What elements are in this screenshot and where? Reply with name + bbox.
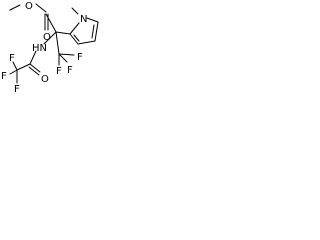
bond-methoxy-methyl [9, 4, 21, 11]
atom-fluorine-right-2: F [67, 65, 73, 76]
bond-lines [9, 3, 99, 84]
bond-center-to-nh [43, 31, 57, 45]
bond-ester-to-center [45, 13, 57, 33]
atom-fluorine-left-1: F [9, 53, 15, 64]
bond-ring-c3-c2 [69, 33, 79, 45]
bond-ring-c5-c4 [94, 21, 99, 42]
atom-fluorine-left-2: F [1, 71, 7, 82]
bond-center-to-cf3-right [55, 31, 60, 55]
bond-cf3-left-f2 [9, 69, 18, 75]
atom-ester-oxygen-double: O [43, 32, 51, 43]
bond-carbonyl-o-double-a [29, 63, 41, 73]
bond-ring-n-c5 [86, 17, 99, 23]
atom-ester-oxygen-single: O [25, 1, 33, 12]
atom-labels: O O N F F F HN O F F F [1, 1, 87, 95]
bond-ring-inner-double-1 [91, 24, 95, 39]
bond-ring-c4-c3 [77, 40, 96, 45]
atom-fluorine-right-3: F [56, 66, 62, 77]
atom-fluorine-right-1: F [77, 52, 83, 63]
bond-cf3-left-f1 [12, 61, 18, 71]
atom-amide-nh: HN [32, 43, 47, 54]
bond-carbonyl-to-cf3-left [16, 63, 31, 71]
bond-ring-c2-n [69, 22, 80, 35]
atom-fluorine-left-3: F [14, 84, 20, 95]
bond-ring-inner-double-2 [73, 34, 80, 42]
bond-nmethyl [71, 7, 79, 15]
bond-nh-to-carbonyl [29, 50, 37, 65]
bond-carbonyl-o-double-b [28, 66, 40, 76]
bond-cf3-right-f1 [58, 53, 68, 63]
bond-cf3-right-f3 [58, 53, 75, 56]
chemical-structure-diagram: O O N F F F HN O F F F [1, 1, 99, 95]
atom-amide-oxygen: O [41, 74, 49, 85]
bond-center-to-ring [55, 31, 71, 35]
atom-ring-nitrogen: N [80, 14, 87, 25]
bond-ester-c-o-single [35, 3, 47, 13]
